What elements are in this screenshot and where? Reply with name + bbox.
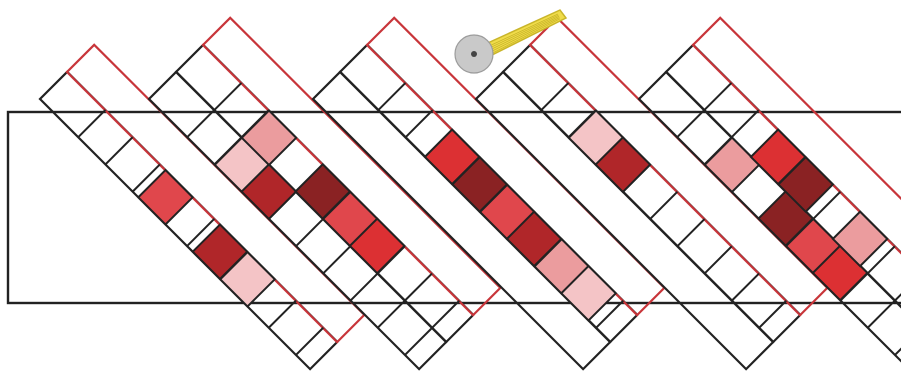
cutter-hub: [471, 51, 477, 57]
